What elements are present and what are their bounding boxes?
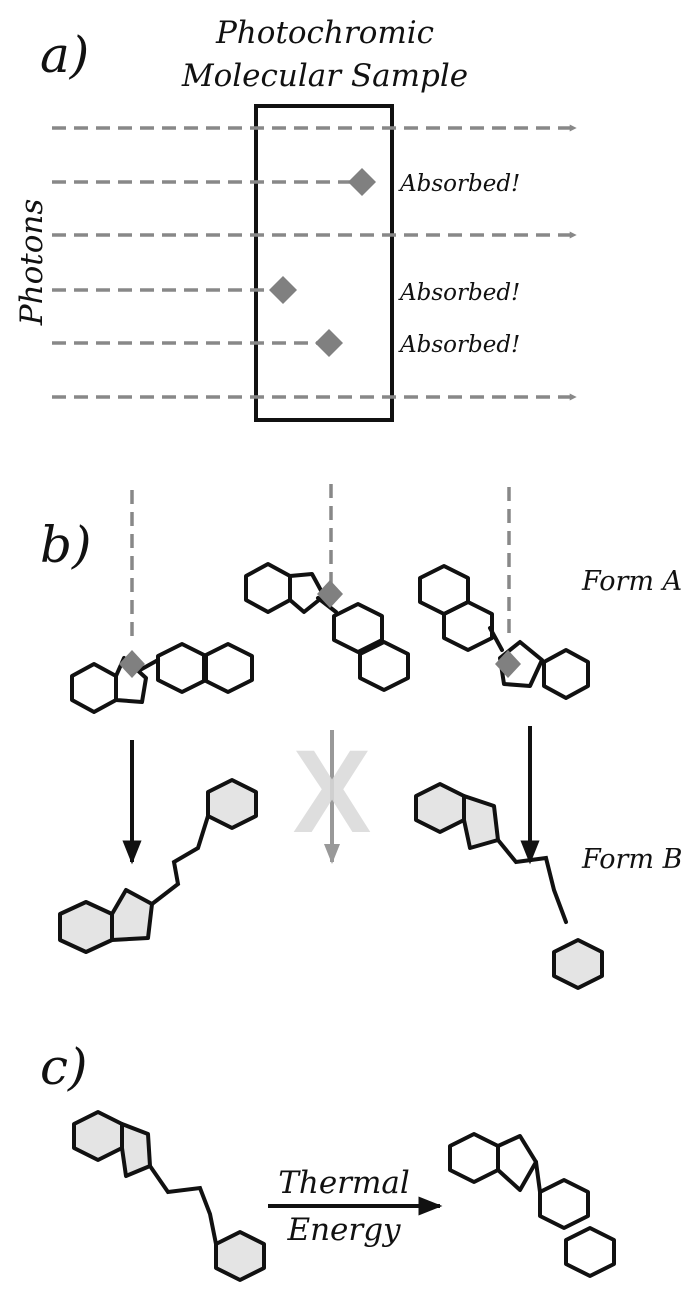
absorption-diamond [315,329,343,357]
form-a-label: Form A [581,566,682,597]
sample-title-line2: Molecular Sample [181,58,468,94]
sample-box [254,104,394,422]
photons-axis-label: Photons [14,199,50,326]
absorbed-label: Absorbed! [398,280,520,306]
form-a-molecule [448,1132,616,1278]
form-a-molecule [244,562,410,692]
thermal-label: Thermal [278,1165,410,1201]
panel-b-label: b) [40,516,92,574]
absorbed-label: Absorbed! [398,171,520,197]
absorption-diamond [348,168,376,196]
panel-a-label: a) [40,26,89,84]
form-a-molecule [418,564,590,700]
absorption-diamond [269,276,297,304]
form-b-molecule [72,1110,266,1282]
form-b-molecule [58,778,258,954]
sample-title-line1: Photochromic [215,15,434,51]
blocked-cross-mark: X [293,726,372,858]
energy-label: Energy [286,1212,401,1248]
absorbed-label: Absorbed! [398,332,520,358]
form-b-molecule [414,782,604,990]
form-a-molecule [70,642,254,714]
panel-c-label: c) [40,1038,88,1096]
form-b-label: Form B [581,844,682,875]
